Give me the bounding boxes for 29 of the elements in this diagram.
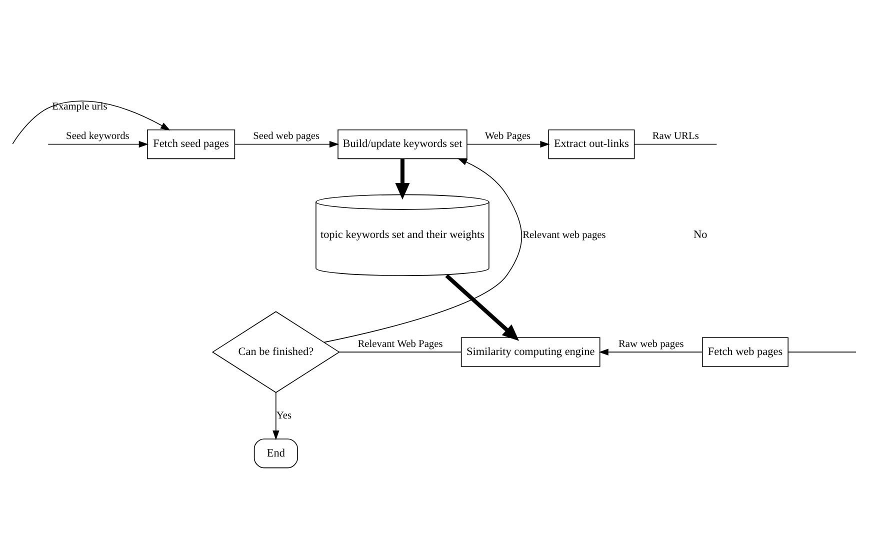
edge-label: Raw web pages — [618, 338, 684, 350]
edge-label: Relevant web pages — [522, 229, 606, 240]
connector — [634, 143, 718, 144]
arrow — [598, 348, 703, 355]
arrow — [234, 140, 340, 148]
node-box: Build/update keywords set — [338, 128, 468, 159]
node-box: Similarity computing engine — [460, 336, 600, 366]
arrow — [48, 140, 148, 148]
label: No — [694, 228, 708, 241]
arrow — [395, 158, 410, 200]
arrow — [12, 100, 170, 144]
edge-label: Raw URLs — [652, 130, 699, 142]
arrow — [466, 140, 550, 148]
node-box: Fetch seed pages — [147, 128, 236, 159]
node-diamond: Can be finished? — [212, 310, 340, 392]
edge-label: Relevant Web Pages — [358, 338, 443, 350]
connector — [338, 351, 462, 352]
edge-label: Yes — [276, 410, 292, 421]
edge-label: Seed web pages — [253, 130, 320, 142]
arrow — [272, 392, 280, 440]
arrow — [324, 158, 522, 342]
edge-label: Example urls — [52, 100, 108, 112]
node-box: End — [254, 438, 298, 468]
arrow — [445, 274, 520, 340]
connector — [788, 351, 856, 352]
node-box: Fetch web pages — [702, 336, 788, 366]
node-box: Extract out-links — [548, 128, 635, 159]
edge-label: Seed keywords — [66, 130, 130, 142]
edge-label: Web Pages — [484, 130, 531, 142]
